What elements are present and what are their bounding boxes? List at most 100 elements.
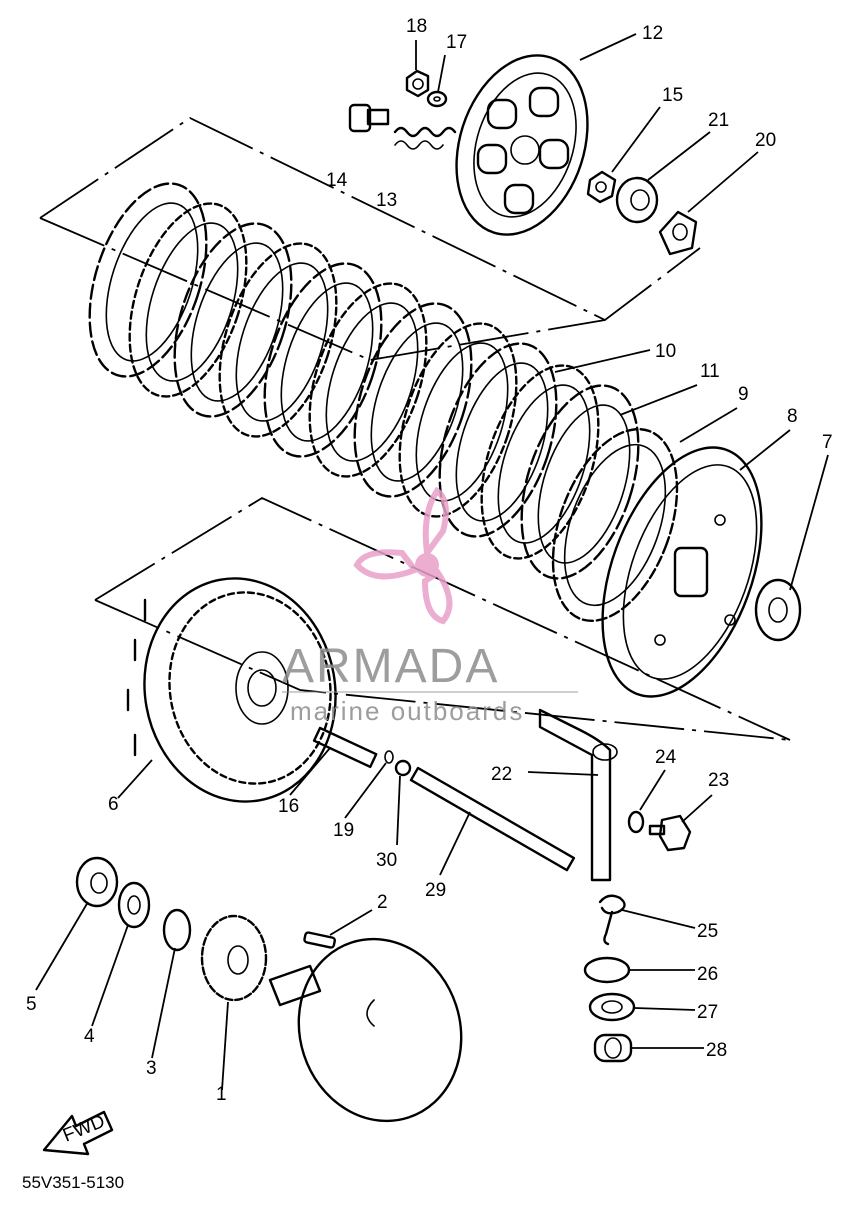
friction-plate[interactable] [418,329,579,551]
leader-line-22 [527,771,599,776]
lock-washer-4[interactable] [117,881,151,929]
plate-inner-edge [325,302,419,462]
leader-line-24 [639,769,666,811]
leader-line-21 [647,131,711,181]
plate-inner-edge [280,282,374,442]
part-label-21[interactable]: 21 [708,110,729,131]
leader-line-2 [329,909,373,936]
leader-line-11 [619,384,698,416]
washer-17[interactable] [426,90,448,108]
friction-plate[interactable] [153,209,314,431]
screw-14[interactable] [348,103,390,133]
lower-assembly-frame [94,496,791,741]
armada-watermark: ARMADA marine outboards [282,486,578,726]
part-label-18[interactable]: 18 [406,16,427,37]
leader-line-5 [35,901,89,991]
nut-18[interactable] [405,69,430,98]
primary-drive-gear-1[interactable] [200,914,268,1002]
spring-13[interactable] [393,126,457,150]
circlip-26[interactable] [583,956,631,984]
bushing-28[interactable] [593,1033,633,1063]
plate-inner-edge [455,362,549,522]
watermark-brand: ARMADA [282,640,499,693]
part-label-23[interactable]: 23 [708,770,729,791]
bearing-27[interactable] [588,992,636,1022]
part-label-20[interactable]: 20 [755,130,776,151]
leader-line-15 [611,106,661,173]
part-label-9[interactable]: 9 [738,384,749,405]
part-label-8[interactable]: 8 [787,406,798,427]
watermark-tagline: marine outboards [290,696,524,726]
leader-line-3 [151,947,176,1059]
part-label-6[interactable]: 6 [108,794,119,815]
part-label-25[interactable]: 25 [697,921,718,942]
washer-24[interactable] [627,810,645,834]
leader-line-16 [289,747,331,796]
part-label-19[interactable]: 19 [333,820,354,841]
nut-5[interactable] [75,856,119,908]
part-label-5[interactable]: 5 [26,994,37,1015]
push-rod-16[interactable] [312,726,378,769]
part-label-26[interactable]: 26 [697,964,718,985]
key-2[interactable] [303,931,336,949]
friction-plate[interactable] [500,371,661,593]
pressure-plate-12[interactable] [435,38,610,251]
friction-plate[interactable] [333,289,494,511]
leader-line-19 [344,762,387,819]
clutch-plate[interactable] [198,229,359,451]
leader-line-30 [396,775,401,846]
leader-line-17 [437,54,446,93]
part-label-2[interactable]: 2 [377,892,388,913]
o-ring-19[interactable] [384,750,394,764]
part-label-28[interactable]: 28 [706,1040,727,1061]
part-label-16[interactable]: 16 [278,796,299,817]
friction-plate[interactable] [243,249,404,471]
clutch-plate[interactable] [460,351,621,573]
plate-inner-edge [235,262,329,422]
part-label-7[interactable]: 7 [822,432,833,453]
spring-25[interactable] [598,894,626,946]
lock-washer-7[interactable] [754,578,802,642]
clutch-plate-stack[interactable] [68,169,661,593]
plate-9[interactable] [529,412,701,638]
plate-inner-edge [105,202,199,362]
part-label-29[interactable]: 29 [425,880,446,901]
nut-21[interactable] [615,176,659,224]
friction-plate[interactable] [68,169,229,391]
push-rod-29[interactable] [409,766,576,872]
part-label-24[interactable]: 24 [655,747,677,768]
lock-washer-20[interactable] [658,210,698,256]
part-label-13[interactable]: 13 [376,190,397,211]
ball-30[interactable] [394,759,412,777]
part-label-17[interactable]: 17 [446,32,467,53]
clutch-housing-6[interactable] [126,563,353,817]
bolt-23[interactable] [648,814,692,852]
leader-line-8 [739,429,791,471]
part-label-30[interactable]: 30 [376,850,397,871]
clutch-plate[interactable] [108,189,269,411]
part-label-15[interactable]: 15 [662,85,683,106]
part-label-14[interactable]: 14 [326,170,348,191]
part-label-10[interactable]: 10 [655,341,676,362]
leader-line-9 [679,407,738,443]
fwd-label: FWD [60,1111,108,1147]
part-label-11[interactable]: 11 [700,361,720,382]
part-label-3[interactable]: 3 [146,1058,157,1079]
part-label-1[interactable]: 1 [216,1084,227,1105]
part-label-22[interactable]: 22 [491,764,512,785]
plate-inner-edge [415,342,509,502]
upper-assembly-frame [39,116,701,361]
part-label-12[interactable]: 12 [642,23,663,44]
clutch-boss-8[interactable] [572,426,792,718]
part-label-4[interactable]: 4 [84,1026,95,1047]
lock-washer-15[interactable] [586,170,617,204]
push-lever-22[interactable] [538,708,618,882]
clutch-plate[interactable] [288,269,449,491]
circlip-3[interactable] [162,908,192,952]
leader-line-4 [91,924,129,1027]
plate-inner-edge [537,404,631,564]
plate-inner-edge [145,222,239,382]
part-label-27[interactable]: 27 [697,1002,718,1023]
